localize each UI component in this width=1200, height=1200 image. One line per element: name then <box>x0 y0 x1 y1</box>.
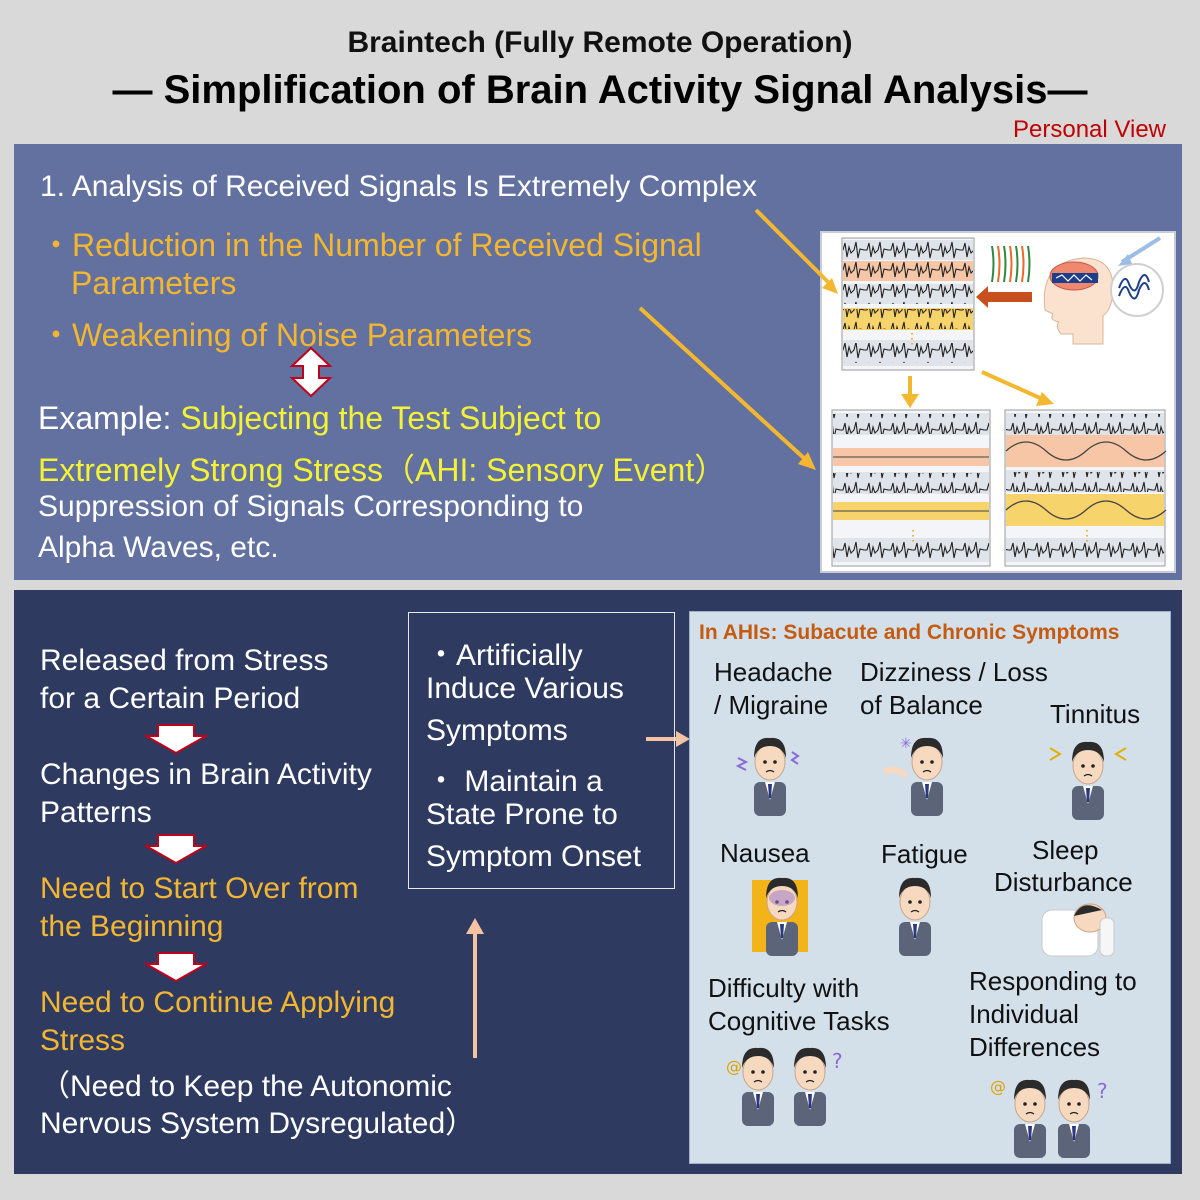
suppression-line-2: Alpha Waves, etc. <box>38 531 279 564</box>
symptom-dizziness-1: Dizziness / Loss <box>860 657 1048 687</box>
signal-wave-icon <box>991 245 1031 283</box>
symptom-fatigue: Fatigue <box>881 839 968 869</box>
svg-text:@: @ <box>726 1057 742 1076</box>
brain-head-icon <box>1043 257 1114 345</box>
person-icon <box>793 1047 827 1127</box>
flow-step-3b: the Beginning <box>40 910 224 943</box>
action-line-4: ・ Maintain a <box>426 765 603 798</box>
double-arrow-icon <box>289 346 333 398</box>
action-line-1: ・Artificially <box>426 639 583 672</box>
symptom-cognitive-2: Cognitive Tasks <box>708 1006 890 1036</box>
svg-text:✳: ✳ <box>900 736 912 752</box>
flow-step-1a: Released from Stress <box>40 644 329 677</box>
symptom-cognitive-1: Difficulty with <box>708 973 860 1003</box>
action-line-3: Symptoms <box>426 714 568 747</box>
svg-text:⋮: ⋮ <box>906 527 920 543</box>
symptom-sleep-2: Disturbance <box>994 867 1133 897</box>
flow-step-4a: Need to Continue Applying <box>40 986 396 1019</box>
symptom-nausea: Nausea <box>720 838 810 868</box>
example-highlight-2: Extremely Strong Stress（AHI: Sensory Eve… <box>38 452 727 488</box>
symptoms-title: In AHIs: Subacute and Chronic Symptoms <box>699 621 1120 644</box>
bullet-reduction-cont: Parameters <box>71 265 237 301</box>
person-icon <box>1057 1079 1091 1159</box>
symptom-sleep-1: Sleep <box>1032 835 1099 865</box>
flow-step-2b: Patterns <box>40 796 152 829</box>
action-line-2: Induce Various <box>426 672 624 705</box>
symptom-headache-1: Headache <box>714 657 833 687</box>
svg-text:?: ? <box>832 1049 843 1073</box>
flow-step-3a: Need to Start Over from <box>40 872 359 905</box>
person-icon <box>898 877 932 957</box>
symptom-responding-1: Responding to <box>969 966 1137 996</box>
flow-step-2a: Changes in Brain Activity <box>40 758 372 791</box>
suppression-line-1: Suppression of Signals Corresponding to <box>38 490 584 523</box>
symptom-responding-3: Differences <box>969 1032 1101 1062</box>
flow-note-2: Nervous System Dysregulated） <box>40 1107 476 1140</box>
sleeping-person-icon <box>1041 903 1115 957</box>
svg-text:@: @ <box>990 1077 1006 1096</box>
symptom-responding-2: Individual <box>969 999 1079 1029</box>
flow-step-1b: for a Certain Period <box>40 682 301 715</box>
example-line: Example: Subjecting the Test Subject to <box>38 400 601 437</box>
top-heading: 1. Analysis of Received Signals Is Extre… <box>40 170 757 203</box>
person-icon <box>741 1047 775 1127</box>
svg-text:⋮: ⋮ <box>1080 527 1094 543</box>
page-title: — Simplification of Brain Activity Signa… <box>112 68 1088 112</box>
symptom-tinnitus: Tinnitus <box>1050 699 1141 729</box>
action-box <box>408 612 675 889</box>
symptom-headache-2: / Migraine <box>714 690 829 720</box>
flow-step-4b: Stress <box>40 1024 126 1057</box>
action-line-5: State Prone to <box>426 798 618 831</box>
svg-text:⋮: ⋮ <box>905 330 919 346</box>
person-icon <box>1013 1079 1047 1159</box>
down-arrow-icon <box>144 952 208 982</box>
personal-view-label: Personal View <box>1013 116 1166 143</box>
person-icon <box>753 737 787 817</box>
bullet-noise: ・Weakening of Noise Parameters <box>40 317 533 353</box>
raw-signal-block: ⋮ <box>841 237 975 371</box>
up-arrow-icon <box>466 918 484 1058</box>
person-icon <box>1071 741 1105 821</box>
svg-text:?: ? <box>1097 1079 1108 1103</box>
filtered-signal-block: ⋮ <box>831 409 991 567</box>
bullet-reduction: ・Reduction in the Number of Received Sig… <box>40 227 702 263</box>
down-arrow-icon <box>144 724 208 754</box>
example-highlight-1: Subjecting the Test Subject to <box>180 400 602 436</box>
header-subtitle: Braintech (Fully Remote Operation) <box>347 26 853 59</box>
down-arrow-icon <box>144 834 208 864</box>
symptom-dizziness-2: of Balance <box>860 690 983 720</box>
example-label: Example: <box>38 400 181 436</box>
flow-arrows <box>638 208 1054 470</box>
right-arrow-icon <box>646 731 690 747</box>
flow-note-1: （Need to Keep the Autonomic <box>40 1070 452 1103</box>
signal-figure: ⋮ ⋮ <box>638 208 1167 567</box>
person-icon <box>910 737 944 817</box>
action-line-6: Symptom Onset <box>426 840 642 873</box>
alpha-wave-block: ⋮ <box>1004 409 1167 567</box>
